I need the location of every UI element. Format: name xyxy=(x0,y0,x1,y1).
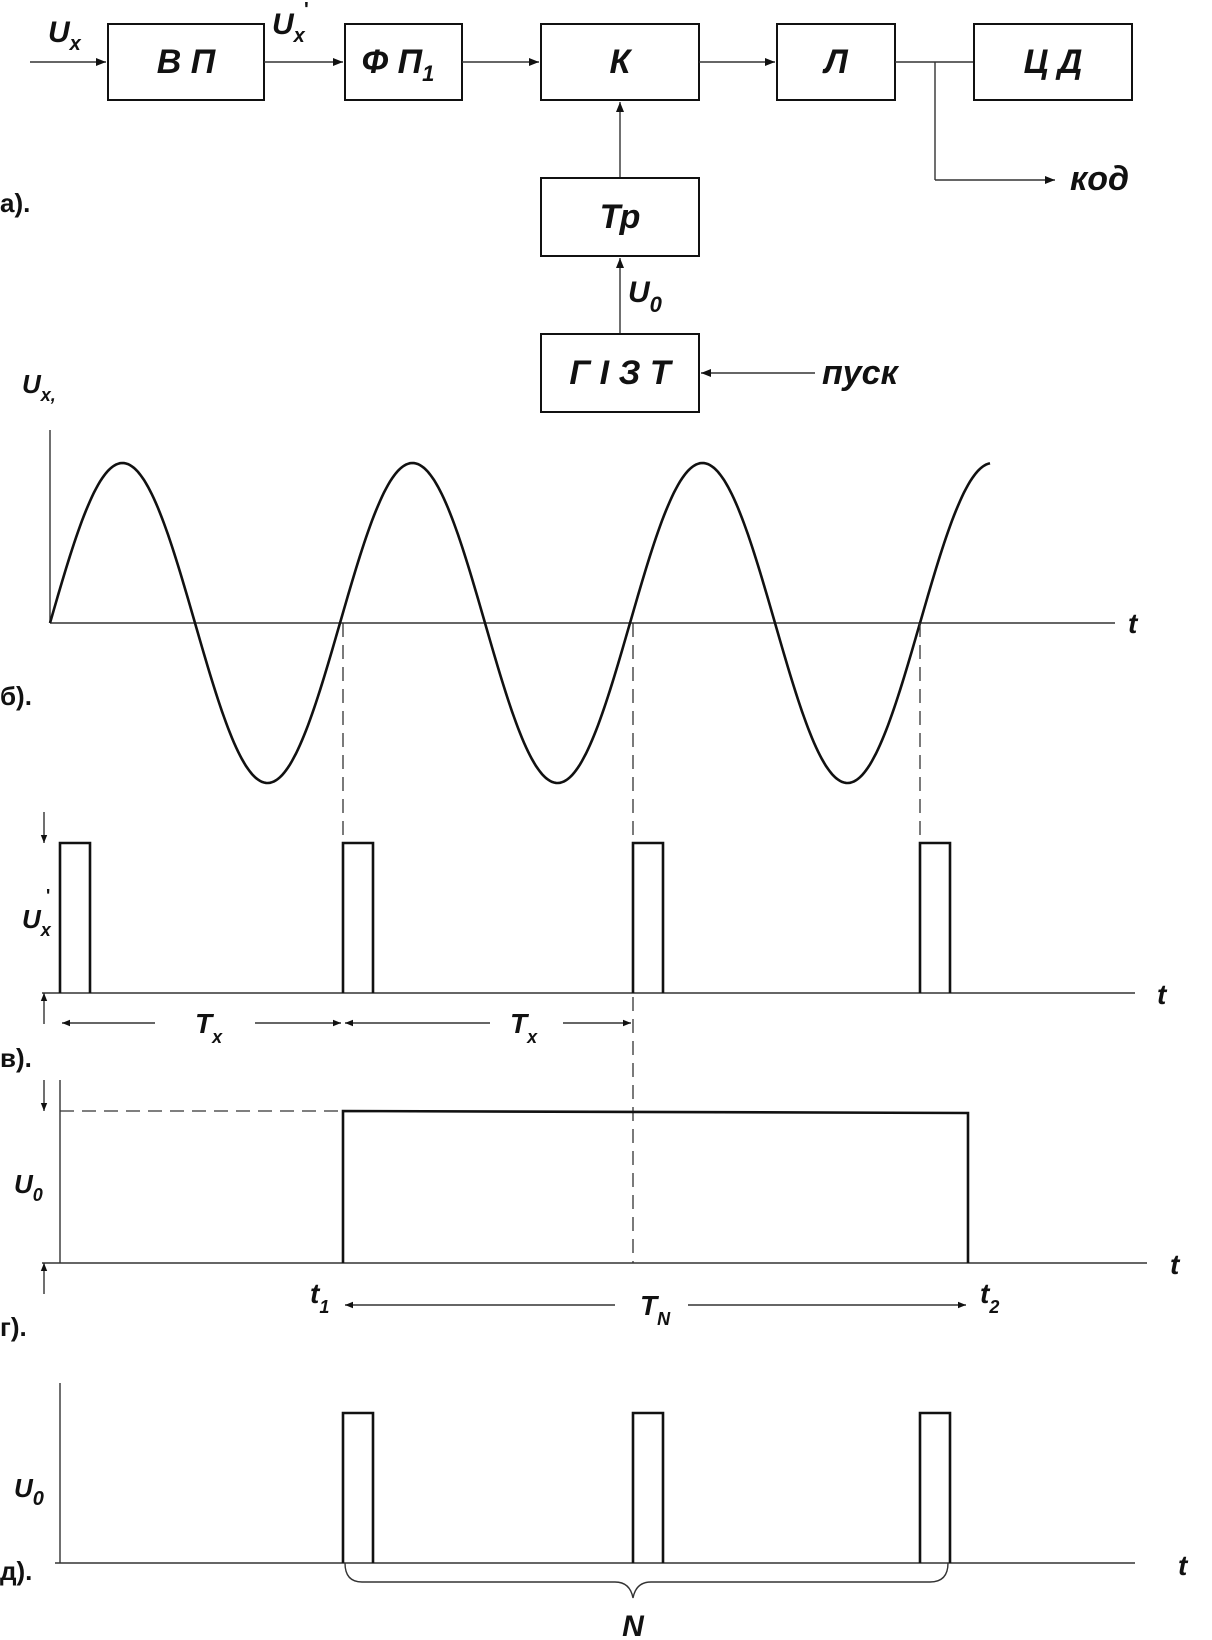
t1-label: t1 xyxy=(310,1278,329,1317)
b-y-label: Ux, xyxy=(22,369,56,405)
panel-d-label: д). xyxy=(0,1556,32,1586)
block-k xyxy=(540,23,700,101)
start-label: пуск xyxy=(822,354,900,392)
panel-b-label: б). xyxy=(0,681,32,711)
g-t-label: t xyxy=(1170,1249,1181,1280)
sine-wave xyxy=(48,461,991,785)
v-t-label: t xyxy=(1157,979,1168,1010)
t2-label: t2 xyxy=(980,1278,999,1317)
panel-v-pulses: t Ux ' Tx Tx в). xyxy=(0,812,1168,1073)
block-tr xyxy=(540,177,700,257)
block-fp1 xyxy=(344,23,463,101)
gate-pulse xyxy=(341,1109,970,1263)
pulse-d-1 xyxy=(341,1411,375,1563)
panel-d-pulses: t U0 N д). xyxy=(0,1383,1189,1640)
block-vp-label: В П xyxy=(157,43,217,81)
block-cd xyxy=(973,23,1133,101)
block-gizt-label: Г І З Т xyxy=(569,354,674,392)
ux-prime-label: Ux xyxy=(272,8,306,47)
tx-2-label: Tx xyxy=(510,1008,538,1047)
block-cd-label: Ц Д xyxy=(1024,43,1083,81)
panel-g-gate: t U0 t1 t2 TN г). xyxy=(0,1080,1181,1342)
panel-b-sine: t Ux, б). xyxy=(0,369,1139,785)
d-y-label: U0 xyxy=(14,1473,44,1510)
pulse-v-4 xyxy=(918,841,952,993)
tx-1-label: Tx xyxy=(195,1008,223,1047)
pulse-d-3 xyxy=(918,1411,952,1563)
ux-prime-mark: ' xyxy=(304,0,309,21)
tn-label: TN xyxy=(640,1290,671,1329)
pulse-v-1 xyxy=(58,841,92,993)
n-label: N xyxy=(622,1610,645,1640)
block-k-label: К xyxy=(610,43,633,81)
u0-block-label: U0 xyxy=(628,276,663,317)
pulse-v-3 xyxy=(631,841,665,993)
dashed-guides xyxy=(60,623,921,1263)
pulse-v-2 xyxy=(341,841,375,993)
b-t-label: t xyxy=(1128,608,1139,639)
block-gizt xyxy=(540,333,700,413)
block-l xyxy=(776,23,896,101)
block-diagram: Ux В П Ux ' Ф П1 К Л код Ц Д Тр xyxy=(0,0,1133,413)
block-l-label: Л xyxy=(821,43,848,81)
g-y-label: U0 xyxy=(14,1169,43,1205)
pulse-d-2 xyxy=(631,1411,665,1563)
code-label: код xyxy=(1070,160,1129,198)
v-y-label: Ux xyxy=(22,904,52,940)
panel-v-label: в). xyxy=(0,1043,32,1073)
block-fp1-label: Ф П1 xyxy=(362,43,435,86)
panel-g-label: г). xyxy=(0,1312,27,1342)
v-y-prime: ' xyxy=(46,886,50,906)
block-tr-label: Тр xyxy=(600,198,641,236)
n-brace xyxy=(344,1562,949,1599)
d-t-label: t xyxy=(1178,1550,1189,1581)
panel-a-label: а). xyxy=(0,188,30,218)
input-label: Ux xyxy=(48,16,82,55)
